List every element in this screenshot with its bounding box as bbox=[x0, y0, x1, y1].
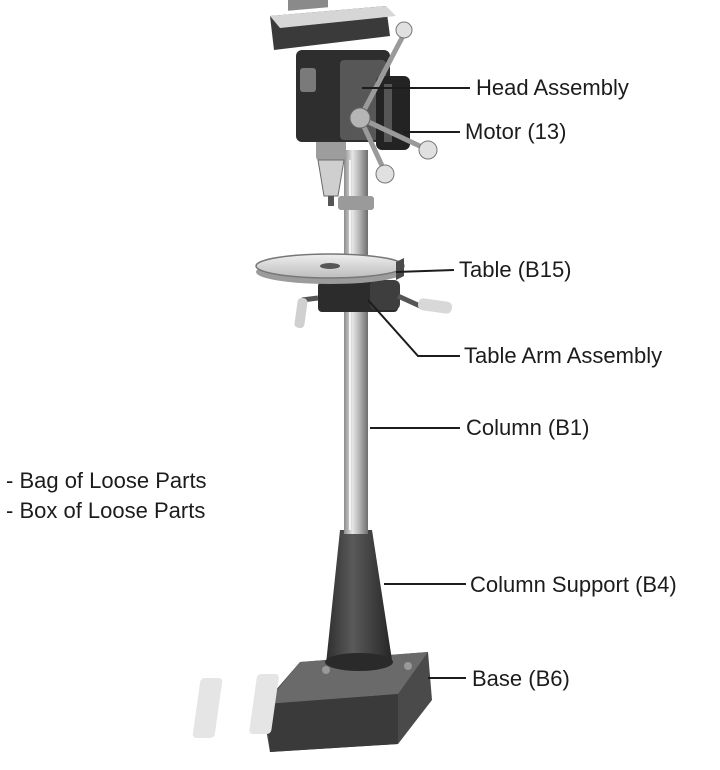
feed-handles-part bbox=[349, 21, 438, 184]
column-part bbox=[338, 150, 374, 534]
column-support-part bbox=[325, 530, 393, 671]
note-bag-of-loose-parts: - Bag of Loose Parts bbox=[6, 468, 207, 493]
leader-table bbox=[395, 269, 455, 273]
label-head-assembly: Head Assembly bbox=[476, 75, 629, 100]
label-table-arm-assembly: Table Arm Assembly bbox=[464, 343, 663, 368]
loose-parts-notes: - Bag of Loose Parts - Box of Loose Part… bbox=[6, 466, 207, 526]
table-part bbox=[255, 253, 405, 284]
label-column-support: Column Support (B4) bbox=[470, 572, 677, 597]
note-box-of-loose-parts: - Box of Loose Parts bbox=[6, 498, 206, 523]
label-table: Table (B15) bbox=[459, 257, 572, 282]
chuck-part bbox=[316, 140, 346, 206]
table-arm-part bbox=[294, 280, 453, 329]
label-column: Column (B1) bbox=[466, 415, 590, 440]
leader-table-arm bbox=[367, 299, 460, 357]
leader-lines bbox=[362, 87, 470, 679]
base-part bbox=[192, 652, 432, 752]
label-motor: Motor (13) bbox=[465, 119, 567, 144]
label-base: Base (B6) bbox=[472, 666, 570, 691]
